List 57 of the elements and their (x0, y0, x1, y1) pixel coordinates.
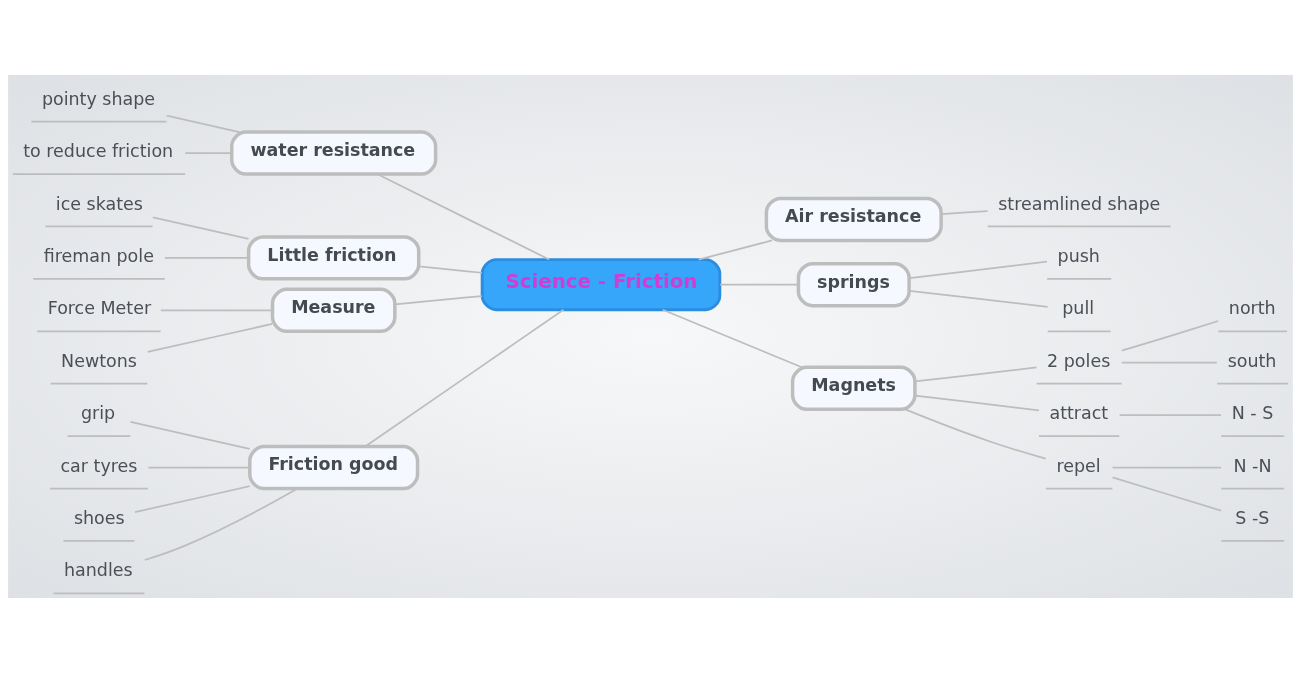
connector (719, 283, 800, 286)
connector (152, 216, 250, 240)
connector (914, 394, 1040, 412)
node-text: N -N (1233, 455, 1272, 476)
node-text: push (1057, 245, 1100, 266)
node-text: attract (1049, 403, 1109, 424)
connector (1120, 361, 1218, 364)
connector (1120, 320, 1219, 352)
node-box: springs (796, 261, 911, 308)
connector (165, 114, 241, 133)
connector (904, 408, 1047, 460)
node-text: ice skates (55, 193, 143, 214)
node-box: Friction good (248, 444, 420, 491)
node-box: Magnets (790, 365, 917, 412)
node-box: Air resistance (764, 196, 943, 243)
node-text: pointy shape (41, 88, 156, 109)
node-text: fireman pole (43, 245, 154, 266)
connector (914, 366, 1038, 383)
node-text: north (1228, 298, 1276, 319)
node-text: handles (64, 560, 133, 581)
connector (661, 308, 803, 369)
connector (908, 260, 1048, 279)
connector (160, 309, 274, 312)
node-text: car tyres (60, 455, 138, 476)
connector (184, 152, 233, 154)
connector (143, 487, 298, 561)
node-text: N - S (1231, 403, 1274, 424)
connector (376, 173, 550, 261)
connector (940, 210, 989, 215)
connector (129, 421, 251, 450)
connector (364, 308, 565, 448)
node-text: grip (80, 403, 116, 424)
connector (697, 239, 773, 261)
connector (418, 265, 483, 274)
node-box: Little friction (246, 235, 421, 281)
connector (147, 466, 251, 469)
node-text: streamlined shape (998, 193, 1161, 214)
connector (1118, 414, 1222, 416)
connector (164, 257, 250, 259)
node-text: shoes (73, 508, 125, 529)
node-text: 2 poles (1047, 350, 1111, 371)
node-text: repel (1056, 455, 1101, 476)
node-text: Force Meter (47, 298, 152, 319)
connector (1111, 466, 1223, 469)
node-text: to reduce friction (23, 141, 174, 162)
node-text: Newtons (61, 350, 137, 371)
node-text: S -S (1235, 508, 1270, 529)
node-text: pull (1062, 298, 1095, 319)
connector (908, 290, 1049, 308)
node-text: south (1227, 350, 1277, 371)
connector (394, 295, 483, 306)
node-box: Measure (270, 287, 397, 333)
connector (146, 323, 273, 353)
connector (1111, 476, 1223, 512)
node-box: Science - Friction (480, 258, 722, 312)
connector (134, 485, 251, 513)
node-box: water resistance (230, 130, 438, 176)
